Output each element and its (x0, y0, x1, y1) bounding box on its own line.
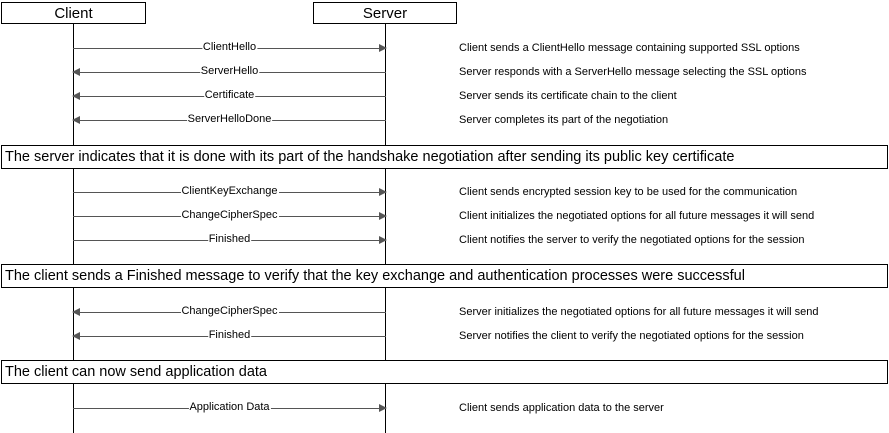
arrowhead-icon (379, 188, 387, 196)
message-description: Client sends application data to the ser… (459, 402, 664, 414)
message-label: ChangeCipherSpec (180, 304, 279, 319)
client-participant-label: Client (54, 4, 93, 22)
phase-note: The client can now send application data (1, 360, 888, 384)
arrowhead-icon (379, 236, 387, 244)
message-arrow: ServerHello (72, 64, 386, 79)
message-arrow: Certificate (72, 88, 386, 103)
client-participant-box: Client (1, 2, 146, 24)
message-arrow: ServerHelloDone (72, 112, 386, 127)
message-description: Server notifies the client to verify the… (459, 330, 804, 342)
arrowhead-icon (379, 404, 387, 412)
message-arrow: Finished (73, 232, 387, 247)
message-label: ClientKeyExchange (180, 184, 279, 199)
message-label: ServerHello (199, 64, 260, 79)
message-description: Client sends encrypted session key to be… (459, 186, 798, 198)
message-label: ClientHello (201, 40, 258, 55)
arrowhead-icon (72, 332, 80, 340)
server-lifeline (385, 24, 386, 433)
message-label: Application Data (188, 400, 271, 415)
message-description: Client sends a ClientHello message conta… (459, 42, 800, 54)
message-description: Client notifies the server to verify the… (459, 234, 805, 246)
message-description: Server sends its certificate chain to th… (459, 90, 677, 102)
arrowhead-icon (72, 308, 80, 316)
arrowhead-icon (379, 44, 387, 52)
message-label: Certificate (203, 88, 256, 103)
server-participant-box: Server (313, 2, 457, 24)
message-arrow: ClientKeyExchange (73, 184, 387, 199)
message-label: Finished (207, 328, 252, 343)
message-arrow: Application Data (73, 400, 387, 415)
message-arrow: ClientHello (73, 40, 387, 55)
message-description: Client initializes the negotiated option… (459, 210, 815, 222)
message-description: Server completes its part of the negotia… (459, 114, 669, 126)
message-description: Server responds with a ServerHello messa… (459, 66, 807, 78)
arrowhead-icon (379, 212, 387, 220)
server-participant-label: Server (362, 4, 408, 22)
message-arrow: ChangeCipherSpec (72, 304, 386, 319)
message-description: Server initializes the negotiated option… (459, 306, 819, 318)
arrowhead-icon (72, 92, 80, 100)
arrowhead-icon (72, 68, 80, 76)
message-label: Finished (207, 232, 252, 247)
phase-note: The client sends a Finished message to v… (1, 264, 888, 288)
client-lifeline (73, 24, 74, 433)
message-arrow: ChangeCipherSpec (73, 208, 387, 223)
phase-note: The server indicates that it is done wit… (1, 145, 888, 169)
message-label: ChangeCipherSpec (180, 208, 279, 223)
message-label: ServerHelloDone (186, 112, 273, 127)
arrowhead-icon (72, 116, 80, 124)
message-arrow: Finished (72, 328, 386, 343)
